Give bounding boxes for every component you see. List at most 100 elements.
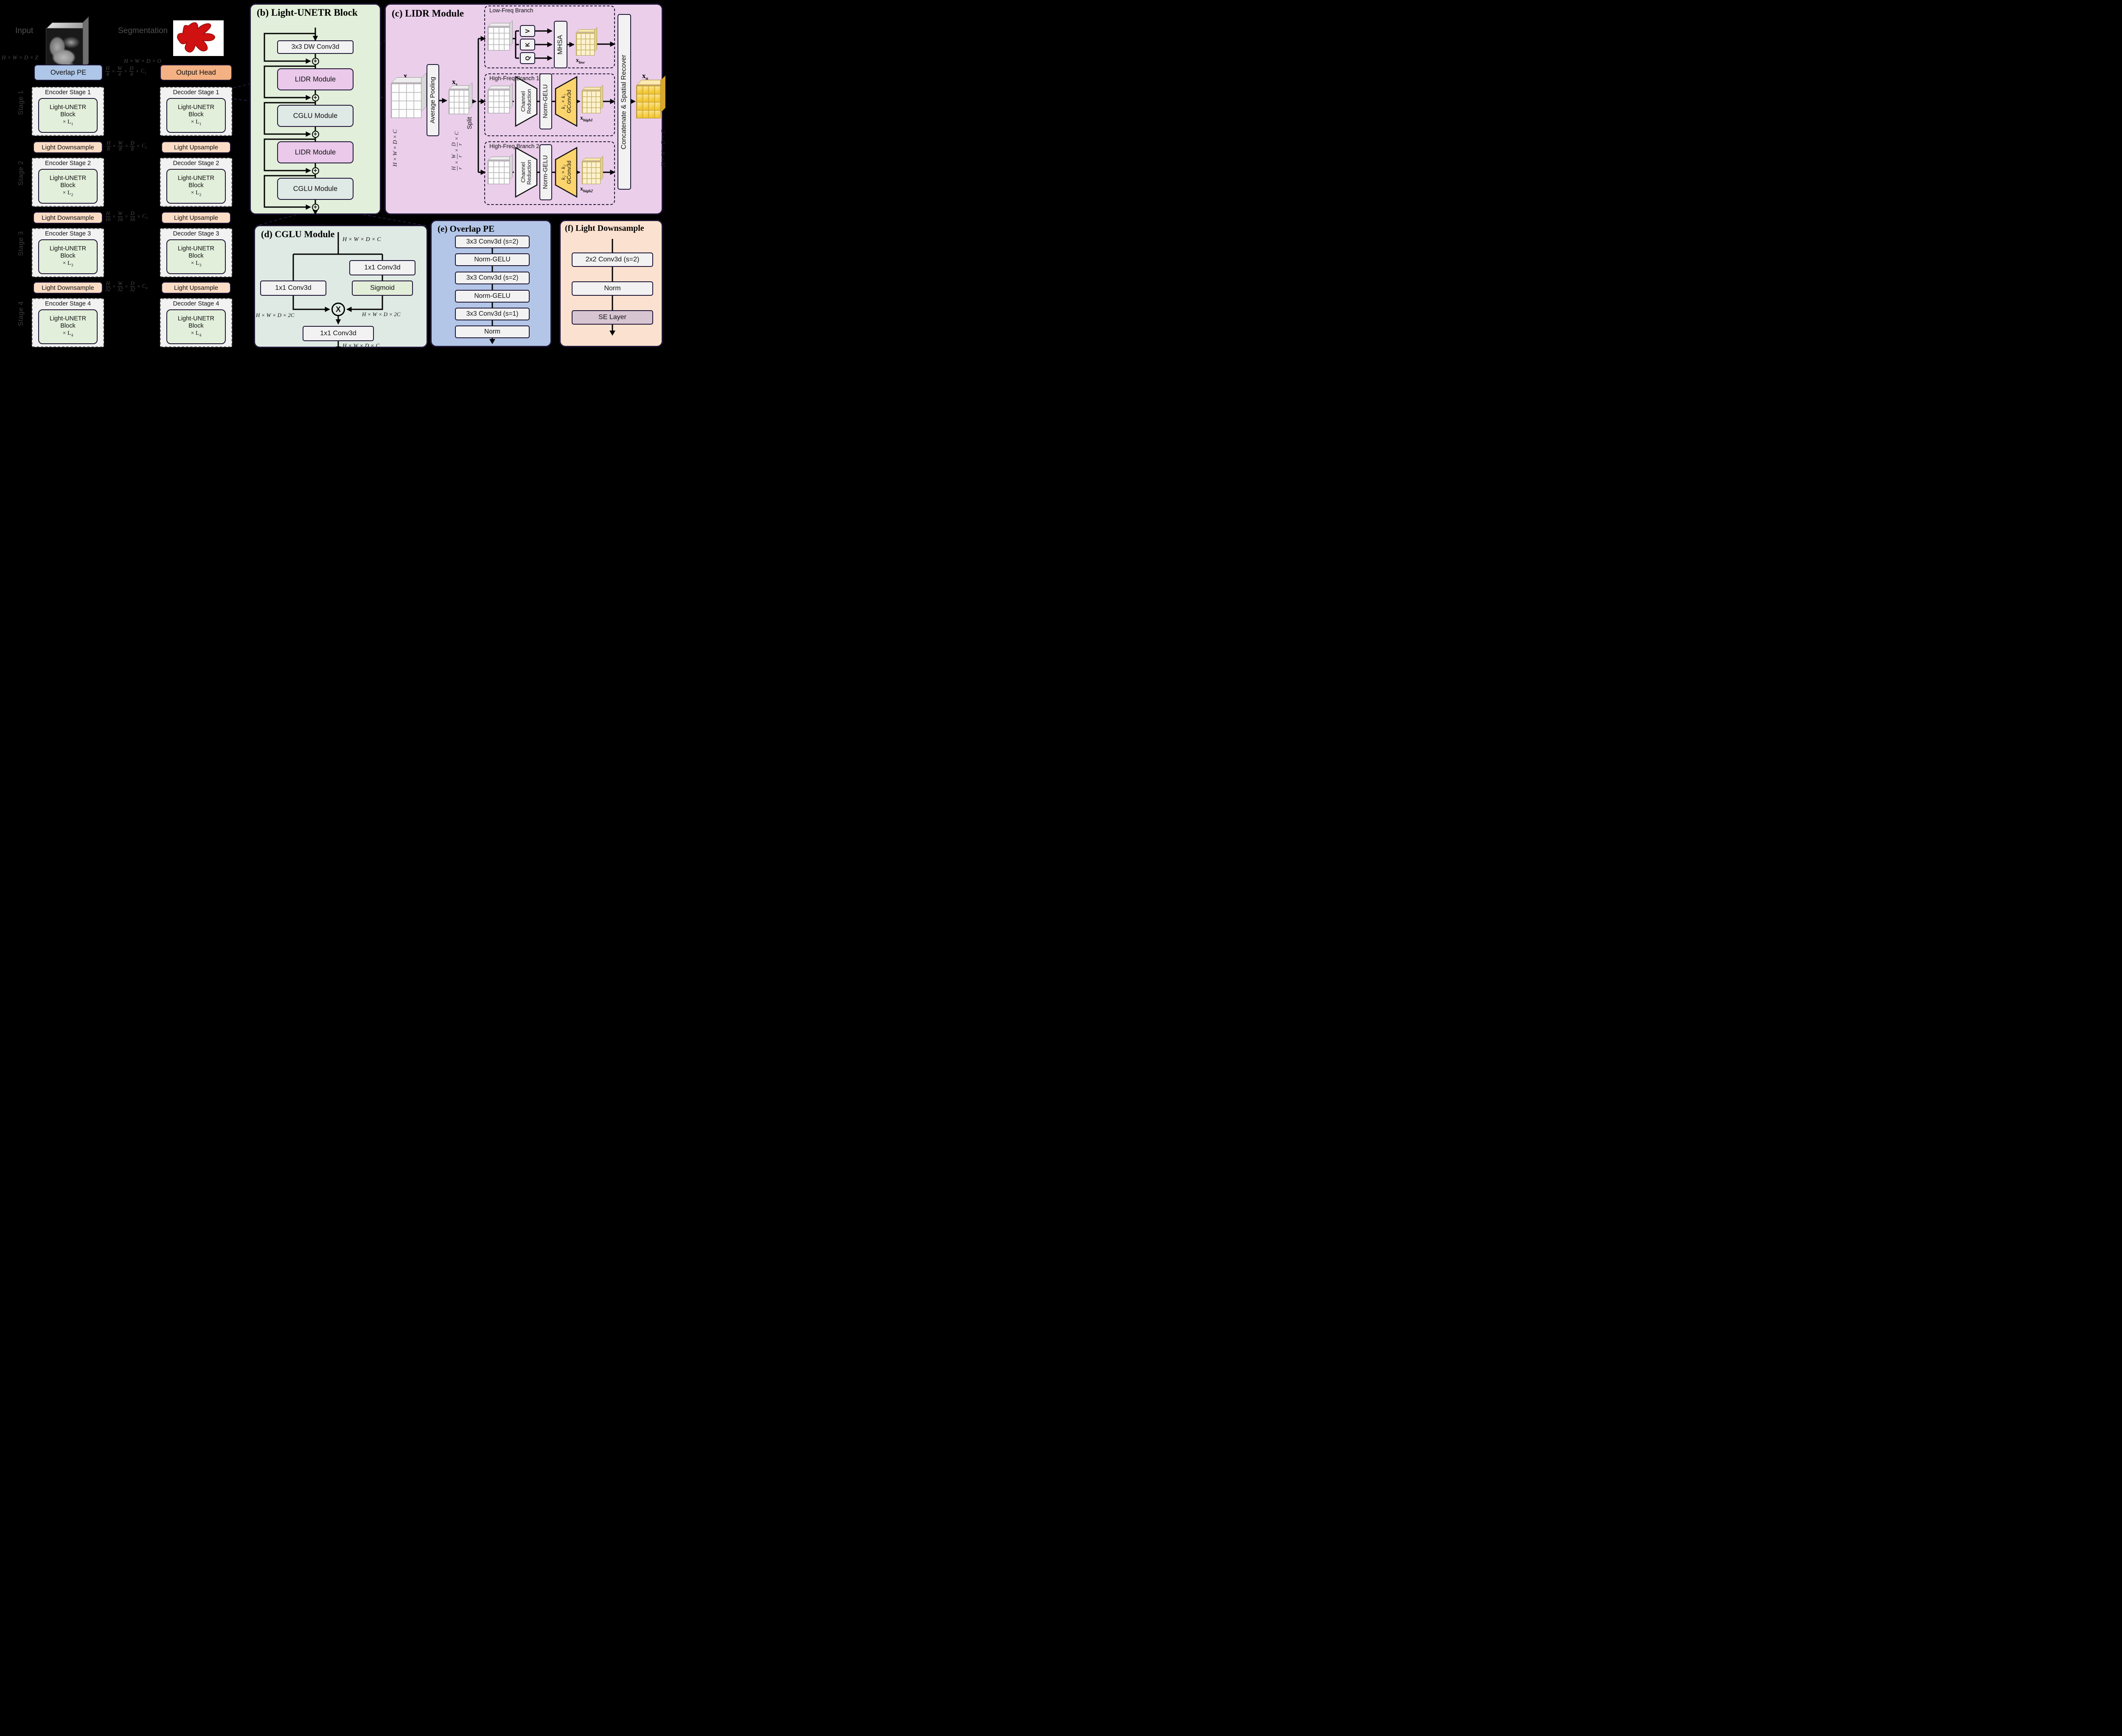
high-freq-branch-1-label: High-Freq Branch 1 bbox=[489, 75, 539, 81]
light-downsample-3: Light Downsample bbox=[33, 282, 103, 294]
encoder-stage-1-title: Encoder Stage 1 bbox=[45, 89, 91, 96]
x-s-label: xs bbox=[452, 78, 458, 87]
light-downsample-2: Light Downsample bbox=[33, 212, 103, 224]
segmentation-shape bbox=[177, 22, 215, 53]
encoder-stage-1-block: Light-UNETR Block × L1 bbox=[38, 98, 98, 133]
norm-gelu-box-1: Norm-GELU bbox=[539, 73, 552, 129]
light-upsample-3: Light Upsample bbox=[161, 282, 231, 294]
x-input-label: x bbox=[404, 72, 407, 80]
stage-label-2: Stage 2 bbox=[17, 160, 25, 186]
pe-box-1: 3x3 Conv3d (s=2) bbox=[455, 236, 530, 248]
cglu-dim-in: H × W × D × C bbox=[342, 236, 381, 243]
lidr-module-box-2: LIDR Module bbox=[277, 141, 354, 163]
light-upsample-2: Light Upsample bbox=[161, 212, 231, 224]
output-dim-label: H × W × D × O bbox=[124, 58, 162, 64]
panel-d-wiring bbox=[292, 232, 383, 352]
cglu-module-box-2: CGLU Module bbox=[277, 178, 354, 200]
x-out-label: xo bbox=[642, 72, 648, 81]
panel-e-title: (e) Overlap PE bbox=[438, 224, 495, 234]
add-icon: + bbox=[312, 130, 319, 138]
dash-decoder-to-b-2 bbox=[233, 98, 250, 101]
stage-label-1: Stage 1 bbox=[17, 90, 25, 115]
cglu-conv-right: 1x1 Conv3d bbox=[349, 260, 415, 275]
low-freq-branch-label: Low-Freq Branch bbox=[489, 7, 533, 14]
light-downsample-1: Light Downsample bbox=[33, 141, 103, 153]
low-freq-branch-box bbox=[484, 6, 615, 68]
panel-b-title: (b) Light-UNETR Block bbox=[257, 7, 358, 18]
overlap-pe-box: Overlap PE bbox=[34, 65, 103, 81]
pe-box-3: 3x3 Conv3d (s=2) bbox=[455, 272, 530, 284]
panel-c: (c) LIDR Module bbox=[385, 3, 666, 215]
x-low-grid bbox=[576, 27, 597, 56]
cglu-dim-2c-right: H × W × D × 2C bbox=[362, 311, 401, 317]
add-icon: + bbox=[312, 167, 319, 174]
x-high2-label: xhigh2 bbox=[580, 186, 593, 194]
pe-box-2: Norm-GELU bbox=[455, 253, 530, 266]
low-freq-grid bbox=[488, 20, 513, 50]
segmentation-label: Segmentation bbox=[118, 26, 168, 35]
channel-reduction-shape-1 bbox=[515, 76, 538, 127]
input-label: Input bbox=[15, 26, 34, 35]
panel-c-wiring bbox=[421, 28, 636, 198]
mhsa-box: MHSA bbox=[554, 21, 567, 68]
x-high1-grid bbox=[582, 85, 603, 113]
figure-canvas: { "colors": { "background": "#000000", "… bbox=[0, 0, 666, 353]
cglu-conv-left: 1x1 Conv3d bbox=[260, 280, 326, 296]
light-upsample-1: Light Upsample bbox=[161, 141, 231, 153]
pe-box-6: Norm bbox=[455, 325, 530, 338]
panel-d: (d) CGLU Module H × W × D × C 1x1 Conv3d… bbox=[254, 225, 428, 352]
segmentation-image bbox=[173, 20, 224, 56]
x-input-cube bbox=[391, 73, 427, 118]
dw-conv3d-box: 3x3 DW Conv3d bbox=[277, 40, 354, 54]
x-low-label: xlow bbox=[576, 57, 585, 65]
panel-e: (e) Overlap PE 3x3 Conv3d (s=2) Norm-GEL… bbox=[430, 220, 552, 347]
panel-b-wiring bbox=[264, 28, 318, 215]
ld-box-2: Norm bbox=[572, 281, 653, 296]
x-out-dim: H × W × D × C bbox=[660, 129, 666, 167]
cglu-sigmoid: Sigmoid bbox=[352, 280, 413, 296]
stage-label-3: Stage 3 bbox=[17, 231, 25, 256]
lidr-module-box-1: LIDR Module bbox=[277, 68, 354, 90]
add-icon: + bbox=[312, 203, 319, 211]
cglu-conv-out: 1x1 Conv3d bbox=[303, 326, 374, 341]
encoder-stage-1: Encoder Stage 1 Light-UNETR Block × L1 bbox=[32, 87, 104, 136]
concat-spatial-recover-box: Concatenate & Spatial Recover bbox=[618, 14, 631, 190]
q-box: Q bbox=[520, 52, 535, 64]
panel-b: (b) Light-UNETR Block 3x3 DW Conv3d + LI… bbox=[250, 3, 381, 215]
cglu-dim-2c-left: H × W × D × 2C bbox=[256, 312, 295, 318]
pe-box-5: 3x3 Conv3d (s=1) bbox=[455, 308, 530, 320]
average-pooling-box: Average Pooling bbox=[427, 64, 439, 136]
x-s-cube bbox=[449, 82, 472, 114]
gconv3d-shape-2 bbox=[555, 146, 578, 198]
x-high2-grid bbox=[582, 156, 603, 184]
x-input-dim: H × W × D × C bbox=[391, 129, 398, 167]
panel-d-title: (d) CGLU Module bbox=[261, 229, 335, 239]
output-head-box: Output Head bbox=[160, 65, 232, 81]
stage-label-4: Stage 4 bbox=[17, 301, 25, 326]
norm-gelu-box-2: Norm-GELU bbox=[539, 144, 552, 200]
add-icon: + bbox=[312, 57, 319, 65]
cglu-dim-out: H × W × D × C bbox=[342, 342, 380, 349]
pe-box-4: Norm-GELU bbox=[455, 290, 530, 303]
hf2-grid bbox=[488, 154, 513, 184]
hf1-grid bbox=[488, 83, 513, 113]
ld-box-1: 2x2 Conv3d (s=2) bbox=[572, 252, 653, 267]
input-dim-label: H × W × D × Z bbox=[2, 54, 38, 61]
x-high1-label: xhigh1 bbox=[580, 115, 593, 123]
multiply-icon: X bbox=[331, 303, 345, 316]
panel-c-title: (c) LIDR Module bbox=[392, 8, 464, 19]
